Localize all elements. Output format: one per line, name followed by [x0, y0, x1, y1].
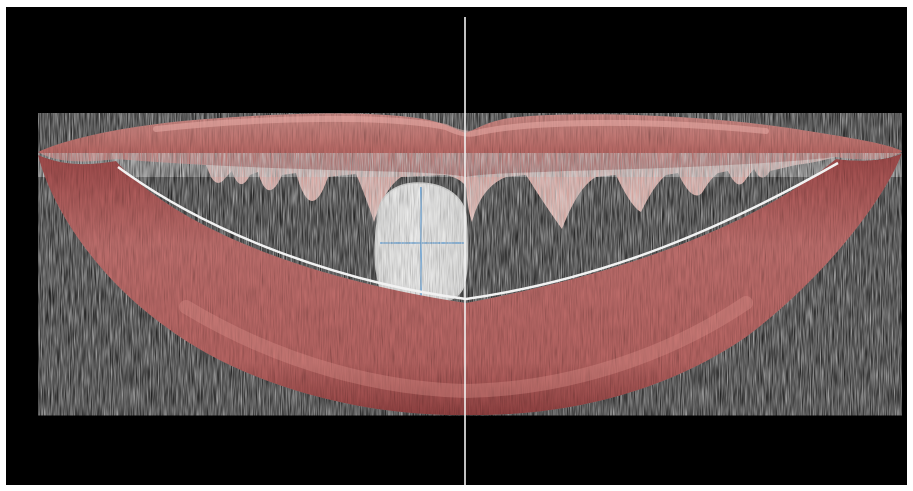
smile-illustration: [6, 7, 907, 485]
image-canvas: [6, 7, 907, 485]
